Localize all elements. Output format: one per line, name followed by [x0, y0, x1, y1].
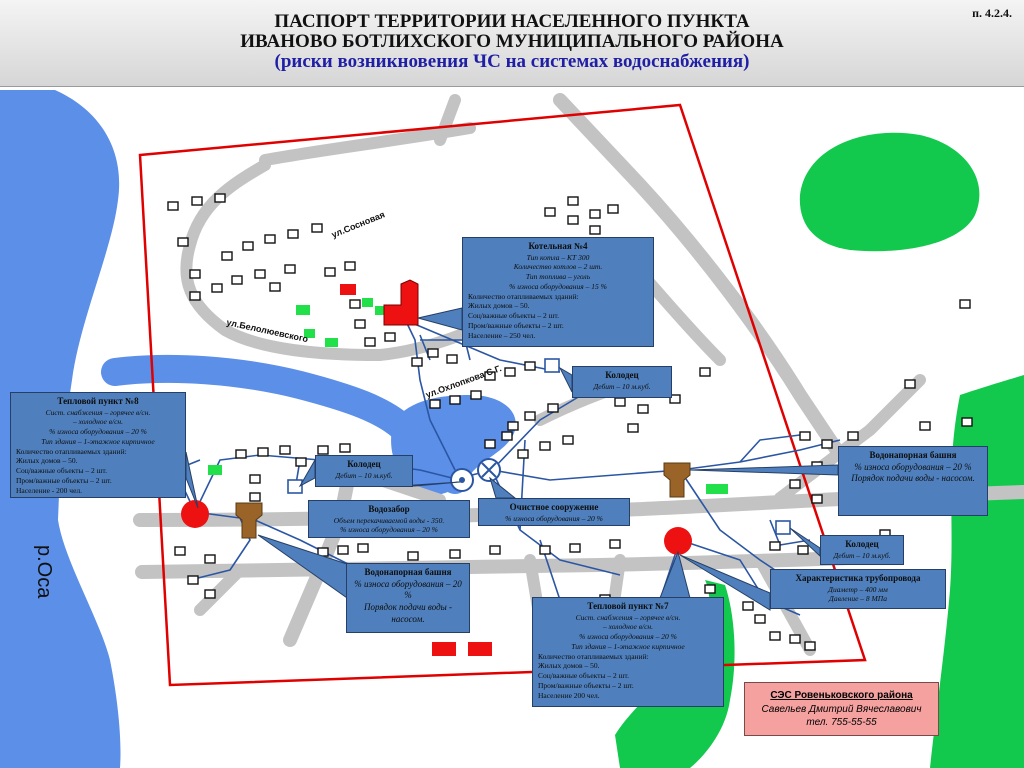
callout-title: Очистное сооружение	[509, 502, 599, 512]
water-tower-right-icon	[663, 462, 691, 498]
callout-line: Количество отапливаемых зданий:	[16, 446, 127, 456]
callout-line: Население – 250 чел.	[468, 330, 536, 340]
water-intake-core-icon	[459, 477, 465, 483]
page-subtitle: ИВАНОВО БОТЛИХСКОГО МУНИЦИПАЛЬНОГО РАЙОН…	[240, 31, 784, 52]
callout-line: Порядок подачи воды - насосом.	[363, 602, 452, 624]
river-label: р.Оса	[33, 545, 55, 599]
callout-line: Давление – 8 МПа	[829, 594, 887, 604]
street-label-sosnovaya: ул.Сосновая	[330, 209, 386, 239]
callout-line: – холодное в/сн.	[72, 417, 124, 427]
callout-line: Соц/важные объекты – 2 шт.	[468, 311, 559, 321]
callout-line: Количество отапливаемых зданий:	[468, 291, 579, 301]
well-top-callout: Колодец Дебит – 10 м.куб.	[572, 366, 672, 398]
callout-line: Пром/важные объекты – 2 шт.	[468, 320, 564, 330]
callout-line: Сист. снабжения – горячее в/сн.	[575, 612, 681, 622]
callout-pointers	[185, 307, 839, 611]
callout-line: Население - 200 чел.	[16, 485, 83, 495]
callout-line: Соц/важные объекты – 2 шт.	[538, 671, 629, 681]
water-tower-right-callout: Водонапорная башня % износа оборудования…	[838, 446, 988, 516]
water-intake-callout: Водозабор Объем перекачиваемой воды - 35…	[308, 500, 470, 538]
page-reference: п. 4.2.4.	[972, 6, 1012, 20]
callout-line: Соц/важные объекты – 2 шт.	[16, 466, 107, 476]
forest-northeast	[799, 132, 980, 252]
treatment-plant-cross-icon	[481, 462, 497, 478]
houses	[167, 193, 973, 651]
callout-line: % износа оборудования – 20 %	[49, 427, 147, 437]
well-icons	[287, 358, 791, 535]
callout-line: Жилых домов – 50.	[468, 301, 530, 311]
pipeline-callout: Характеристика трубопровода Диаметр – 40…	[770, 569, 946, 609]
callout-line: – холодное в/сн.	[602, 622, 654, 632]
industrial-buildings	[340, 284, 492, 656]
callout-title: Колодец	[845, 539, 879, 549]
callout-line: % износа оборудования – 20 %	[854, 461, 972, 472]
callout-line: % износа оборудования – 20 %	[505, 513, 603, 523]
page-header: ПАСПОРТ ТЕРРИТОРИИ НАСЕЛЕННОГО ПУНКТА ИВ…	[0, 0, 1024, 87]
callout-line: % износа оборудования – 20 %	[354, 578, 462, 601]
callout-line: Дебит – 10 м.куб.	[593, 381, 651, 391]
callout-line: Тип здания – 1-этажное кирпичное	[571, 641, 685, 651]
callout-line: Население 200 чел.	[538, 690, 600, 700]
callout-line: Пром/важные объекты – 2 шт.	[538, 680, 634, 690]
callout-line: Количество отапливаемых зданий:	[538, 651, 649, 661]
boiler-house-icon	[383, 279, 419, 326]
callout-line: Жилых домов – 50.	[16, 456, 78, 466]
callout-line: % износа оборудования – 15 %	[509, 281, 607, 291]
callout-line: Объем перекачиваемой воды - 350.	[333, 515, 445, 525]
callout-title: Водозабор	[368, 504, 410, 514]
social-buildings	[208, 298, 728, 494]
callout-line: Сист. снабжения – горячее в/сн.	[45, 407, 151, 417]
callout-title: Тепловой пункт №7	[587, 601, 669, 611]
callout-title: Характеристика трубопровода	[795, 573, 921, 583]
callout-line: Пром/важные объекты – 2 шт.	[16, 475, 112, 485]
well-right-callout: Колодец Дебит – 10 м.куб.	[820, 535, 904, 565]
treatment-plant-callout: Очистное сооружение % износа оборудовани…	[478, 498, 630, 526]
boiler-house-callout: Котельная №4 Тип котла – КТ 300 Количест…	[462, 237, 654, 347]
callout-title: Тепловой пункт №8	[57, 396, 139, 406]
callout-title: Колодец	[347, 459, 381, 469]
callout-line: Дебит – 10 м.куб.	[833, 550, 891, 560]
ses-title: СЭС Ровеньковского района	[770, 690, 913, 701]
callout-title: Колодец	[605, 370, 639, 380]
ses-person: Савельев Дмитрий Вячеславович	[761, 703, 922, 715]
well-mid-callout: Колодец Дебит – 10 м.куб.	[315, 455, 413, 487]
heat-point-8-icon	[181, 500, 209, 528]
callout-line: Тип котла – КТ 300	[526, 252, 590, 262]
street-label-okhlopkova: ул.Охлопкова С.Г.	[424, 363, 503, 400]
heat-point-7-callout: Тепловой пункт №7 Сист. снабжения – горя…	[532, 597, 724, 707]
heat-point-8-callout: Тепловой пункт №8 Сист. снабжения – горя…	[10, 392, 186, 498]
callout-title: Водонапорная башня	[869, 450, 957, 460]
settlement-boundary	[138, 103, 867, 687]
ses-phone: тел. 755-55-55	[806, 717, 877, 728]
callout-line: Тип топлива – уголь	[525, 272, 591, 282]
callout-title: Водонапорная башня	[364, 567, 452, 577]
callout-line: Жилых домов – 50.	[538, 661, 600, 671]
heat-point-7-icon	[664, 527, 692, 555]
callout-line: Тип здания – 1-этажное кирпичное	[41, 436, 155, 446]
callout-line: Порядок подачи воды - насосом.	[851, 473, 975, 484]
water-tower-left-callout: Водонапорная башня % износа оборудования…	[346, 563, 470, 633]
page-title: ПАСПОРТ ТЕРРИТОРИИ НАСЕЛЕННОГО ПУНКТА	[274, 11, 750, 32]
callout-line: % износа оборудования – 20 %	[579, 632, 677, 642]
callout-line: % износа оборудования – 20 %	[340, 525, 438, 535]
page-topic: (риски возникновения ЧС на системах водо…	[274, 51, 750, 72]
callout-line: Диаметр – 400 мм	[828, 584, 888, 594]
callout-title: Котельная №4	[528, 241, 588, 251]
callout-line: Количество котлов – 2 шт.	[513, 262, 603, 272]
sanitary-service-contact: СЭС Ровеньковского района Савельев Дмитр…	[744, 682, 939, 736]
callout-line: Дебит – 10 м.куб.	[335, 470, 393, 480]
water-tower-left-icon	[235, 502, 263, 539]
